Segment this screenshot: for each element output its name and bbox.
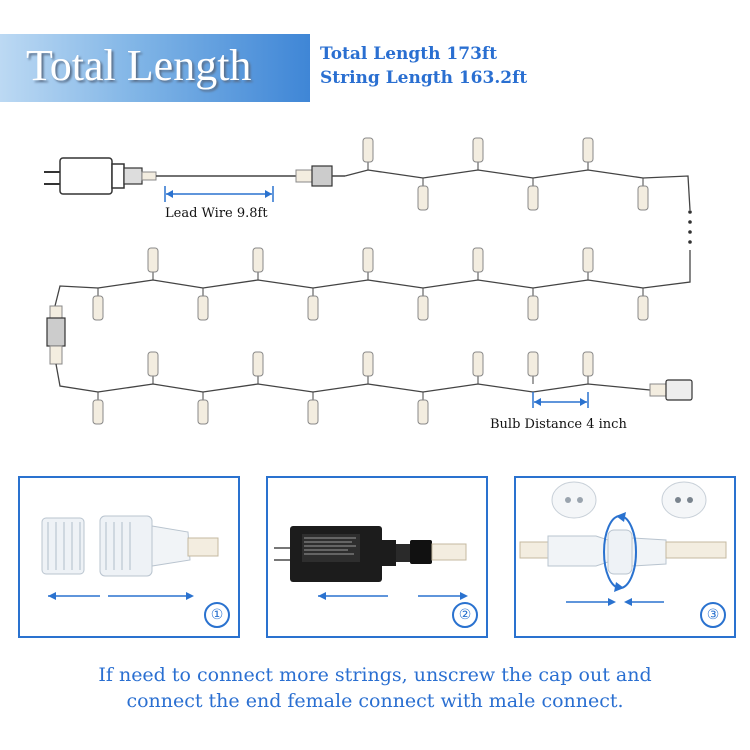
string-light-diagram <box>44 137 693 425</box>
panel-unscrew-cap: ① <box>18 476 240 638</box>
lead-wire-label: Lead Wire 9.8ft <box>165 206 268 221</box>
wire-row-3 <box>55 363 651 393</box>
instruction-line-1: If need to connect more strings, unscrew… <box>98 664 652 686</box>
connect-illustration <box>519 481 727 606</box>
total-length-text: Total Length 173ft <box>320 44 498 64</box>
middle-connector <box>46 305 66 365</box>
panel-adapter: ② <box>266 476 488 638</box>
step-badge-3: ③ <box>700 602 726 628</box>
lead-wire-arrow <box>164 186 274 202</box>
title-banner: Total Length <box>0 34 310 102</box>
string-length-text: String Length 163.2ft <box>320 68 528 88</box>
continuation-dots <box>688 210 692 244</box>
adapter-illustration <box>274 526 468 600</box>
bulb-distance-label: Bulb Distance 4 inch <box>490 417 627 432</box>
male-connector-top <box>295 165 345 187</box>
power-plug <box>44 157 157 195</box>
end-female-connector <box>649 379 693 401</box>
step-badge-1: ① <box>204 602 230 628</box>
panel-connect: ③ <box>514 476 736 638</box>
instruction-line-2: connect the end female connect with male… <box>126 690 624 712</box>
cap-illustration <box>41 515 219 600</box>
step-badge-2: ② <box>452 602 478 628</box>
bulb-distance-arrow <box>532 392 589 408</box>
title-text: Total Length <box>26 41 252 90</box>
